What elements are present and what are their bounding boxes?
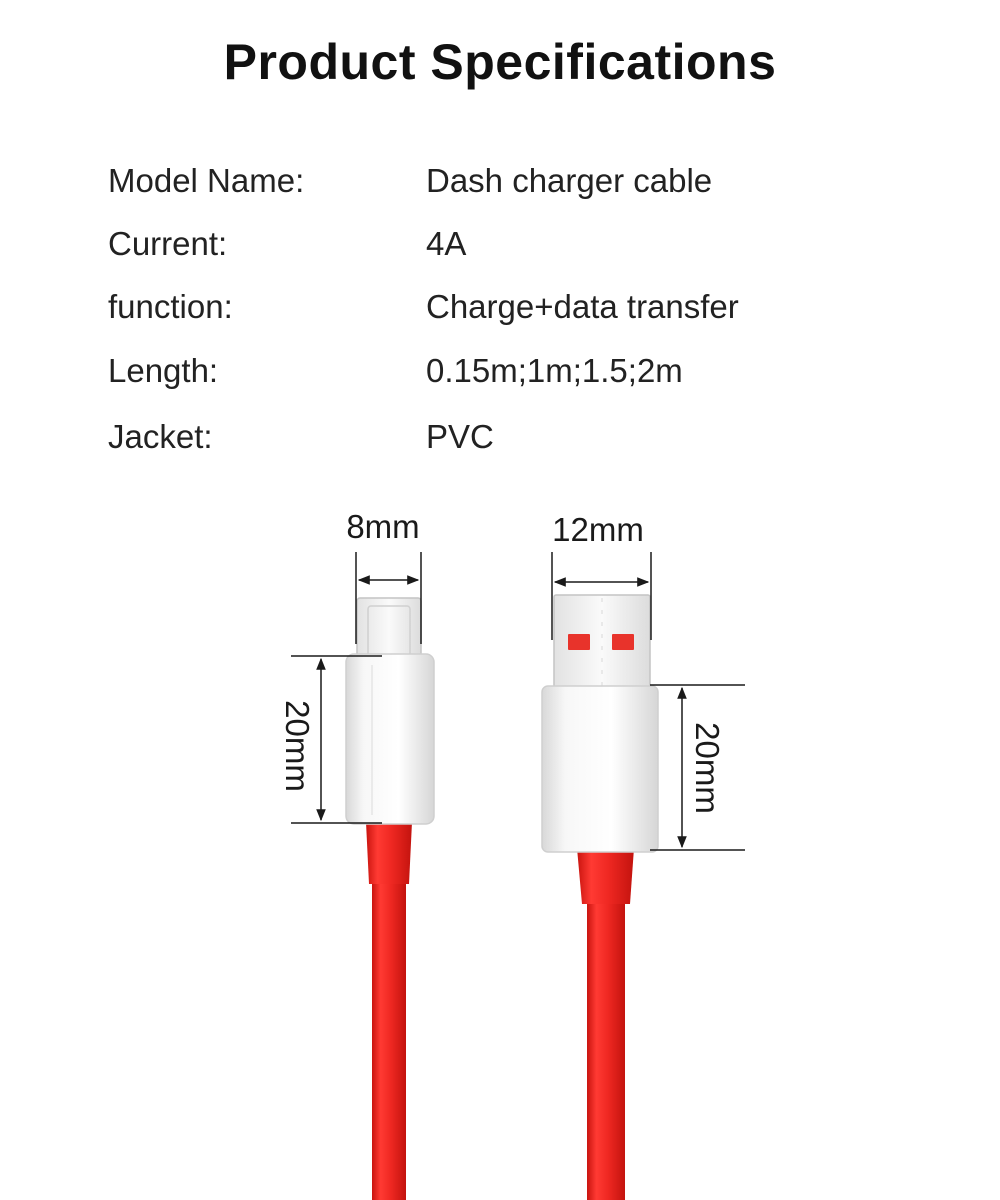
page-title: Product Specifications [223,34,777,90]
spec-label-model-name: Model Name: [108,162,305,199]
usba-length-dimension: 20mm [650,684,745,851]
spec-label-length: Length: [108,352,219,389]
typec-plug [356,597,422,661]
spec-label-jacket: Jacket: [108,418,213,455]
usba-strain-relief [577,848,634,904]
usba-cable [541,594,659,1200]
usba-length-label: 20mm [689,722,726,814]
usba-contact-right [612,634,634,650]
usba-width-dimension: 12mm [551,511,652,640]
usba-cable-wire [587,900,625,1200]
typec-cable-wire [372,878,406,1200]
usba-width-label: 12mm [552,511,644,548]
typec-length-label: 20mm [279,700,316,792]
usba-boot [541,685,659,853]
usba-contact-left [568,634,590,650]
spec-value-length: 0.15m;1m;1.5;2m [426,352,683,389]
typec-length-dimension: 20mm [279,655,382,824]
spec-value-function: Charge+data transfer [426,288,739,325]
spec-value-jacket: PVC [426,418,494,455]
spec-label-function: function: [108,288,233,325]
typec-width-dimension: 8mm [346,508,422,644]
spec-label-current: Current: [108,225,228,262]
typec-width-label: 8mm [346,508,419,545]
typec-strain-relief [366,822,412,884]
typec-boot [345,653,435,825]
spec-value-model-name: Dash charger cable [426,162,713,199]
spec-value-current: 4A [426,225,467,262]
typec-cable [345,597,435,1200]
